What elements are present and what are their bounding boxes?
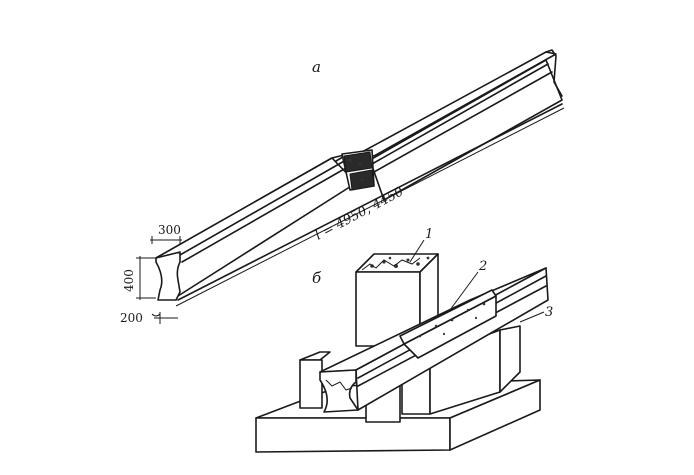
figure-a-label: а: [312, 58, 321, 76]
base-slab-side: [449, 379, 541, 451]
base-slab-front: [255, 417, 451, 453]
column-concrete-texture: [361, 256, 430, 271]
dim-bottom-label: 200: [120, 311, 143, 325]
figure-b-label: б: [312, 269, 322, 287]
beam-end-section: [319, 369, 359, 413]
left-pedestal: [299, 359, 323, 409]
callout-3-leader: [519, 311, 545, 323]
dim-width-label: 300: [158, 223, 181, 237]
callout-2-leader: [449, 271, 479, 311]
dim-height-label: 400: [122, 269, 136, 292]
figure-a-beam: а 300 400 2: [120, 49, 565, 325]
callout-3: 3: [545, 305, 553, 320]
callout-2: 2: [478, 259, 487, 274]
right-pedestal: [499, 325, 521, 393]
infill-texture: [418, 302, 486, 338]
right-beam-side-face: [369, 59, 563, 201]
figure-b-assembly: б: [255, 227, 553, 453]
callout-1-leader: [409, 239, 425, 263]
callout-1: 1: [425, 227, 433, 242]
beam-cross-section: [155, 251, 181, 301]
